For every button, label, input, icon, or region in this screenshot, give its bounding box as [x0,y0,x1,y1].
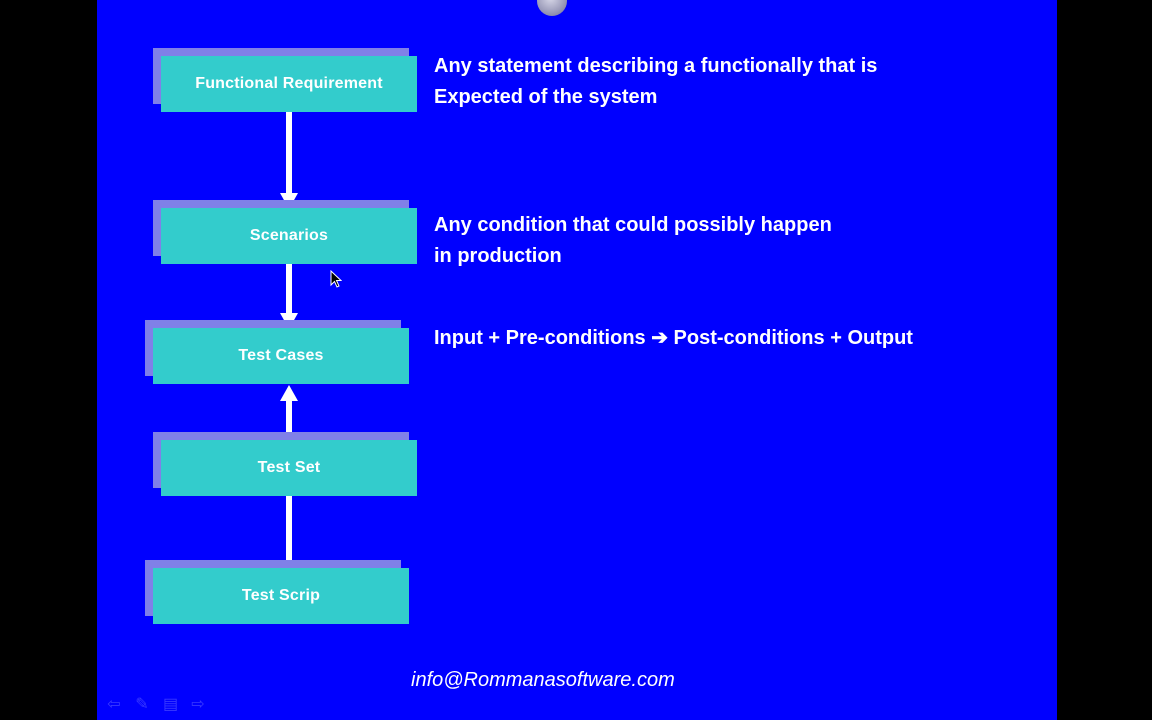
box-label: Scenarios [161,208,417,264]
box-label: Test Scrip [153,568,409,624]
slide: Functional Requirement Scenarios Test Ca… [97,0,1057,720]
description-line: Expected of the system [434,86,658,108]
connector-arrows [280,112,298,568]
box-label: Test Set [161,440,417,496]
box-test-cases: Test Cases [145,320,409,384]
top-knob-icon [537,0,567,16]
description-scenarios: Any condition that could possibly happen… [434,210,832,272]
description-line: Any statement describing a functionally … [434,55,878,77]
box-test-set: Test Set [153,432,417,496]
pen-icon[interactable]: ✎ [135,696,149,713]
description-test-cases: Input + Pre-conditions ➔ Post-conditions… [434,323,913,354]
prev-arrow-icon[interactable]: ⇦ [107,696,121,713]
box-label: Functional Requirement [161,56,417,112]
description-line: Input + Pre-conditions ➔ Post-conditions… [434,327,913,349]
next-arrow-icon[interactable]: ⇨ [191,696,205,713]
box-test-scrip: Test Scrip [145,560,409,624]
description-line: in production [434,245,562,267]
menu-icon[interactable]: ▤ [163,696,179,713]
box-scenarios: Scenarios [153,200,417,264]
footer-email[interactable]: info@Rommanasoftware.com [411,669,675,691]
description-line: Any condition that could possibly happen [434,214,832,236]
arrowhead-test-cases-up [280,385,298,401]
box-functional-requirement: Functional Requirement [153,48,417,112]
description-functional-requirement: Any statement describing a functionally … [434,51,877,113]
mouse-cursor-icon [330,270,342,288]
slide-nav: ⇦ ✎ ▤ ⇨ [107,694,205,714]
box-label: Test Cases [153,328,409,384]
